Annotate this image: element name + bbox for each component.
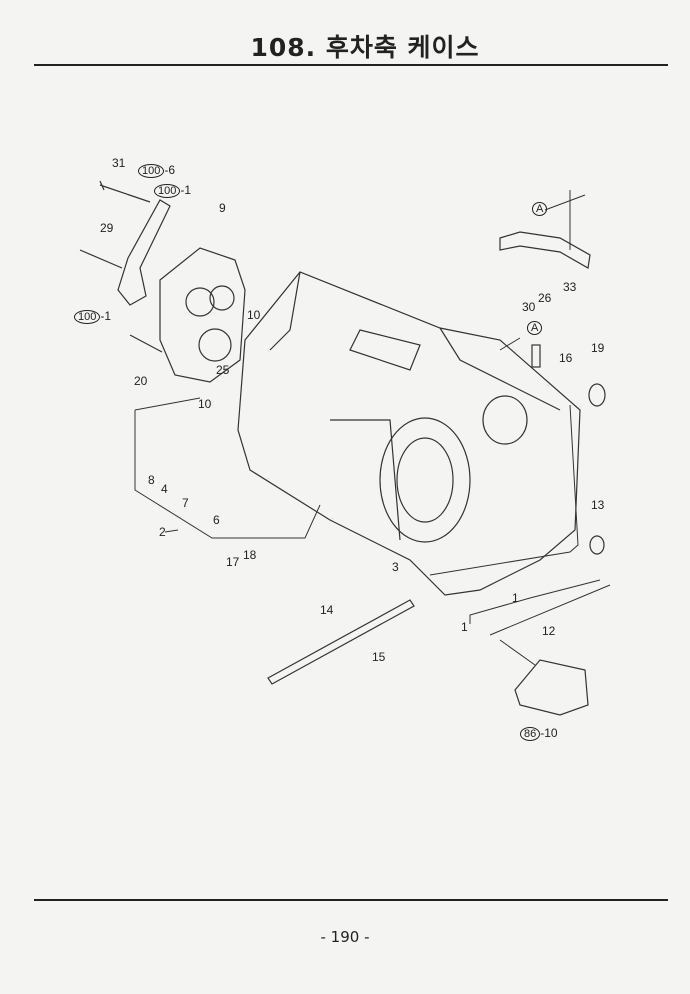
callout-18: 18 [243, 548, 257, 562]
callout-29: 29 [100, 221, 114, 235]
pipe-part-33 [499, 231, 591, 269]
bolt-31 [99, 180, 151, 203]
callout-17: 17 [226, 555, 240, 569]
ref-circle: A [527, 321, 543, 335]
callout-sub: -6 [164, 163, 176, 177]
callout-6: 6 [213, 513, 220, 527]
ref-circle: A [532, 202, 548, 216]
callout-10: 10 [198, 397, 212, 411]
callout-1: 1 [512, 591, 519, 605]
callout-sub: -10 [540, 726, 558, 740]
callout-100-1: 100-1 [74, 310, 111, 324]
callout-16: 16 [559, 351, 573, 365]
cover-part-9 [159, 247, 246, 383]
bracket-part [117, 199, 171, 306]
callout-15: 15 [372, 650, 386, 664]
callout-12: 12 [542, 624, 556, 638]
ref-circle: 86 [520, 727, 541, 741]
header-divider [34, 64, 668, 66]
callout-30: 30 [522, 300, 536, 314]
page-title: 108. 후차축 케이스 [250, 33, 480, 62]
callout-sub: -1 [100, 309, 112, 323]
callout-3: 3 [392, 560, 399, 574]
housing-part [237, 271, 581, 596]
callout-a: A [532, 202, 548, 216]
callout-a: A [527, 321, 543, 335]
shaft-part-14 [267, 599, 415, 685]
callout-14: 14 [320, 603, 334, 617]
filter-part-12 [514, 659, 589, 716]
ref-circle: 100 [154, 184, 181, 198]
callout-10: 10 [247, 308, 261, 322]
ref-circle: 100 [138, 164, 165, 178]
callout-2: 2 [159, 525, 166, 539]
callout-13: 13 [591, 498, 605, 512]
callout-19: 19 [591, 341, 605, 355]
bolt-20 [129, 334, 163, 353]
callout-31: 31 [112, 156, 126, 170]
callout-100-6: 100-6 [138, 164, 175, 178]
callout-25: 25 [216, 363, 230, 377]
callout-26: 26 [538, 291, 552, 305]
ref-circle: 100 [74, 310, 101, 324]
bolt-29 [79, 249, 123, 269]
callout-9: 9 [219, 201, 226, 215]
callout-8: 8 [148, 473, 155, 487]
callout-100-1: 100-1 [154, 184, 191, 198]
callout-86-10: 86-10 [520, 727, 558, 741]
callout-sub: -1 [180, 183, 192, 197]
callout-1: 1 [461, 620, 468, 634]
callout-33: 33 [563, 280, 577, 294]
page-number: - 190 - [320, 928, 370, 946]
footer-divider [34, 899, 668, 901]
callout-20: 20 [134, 374, 148, 388]
callout-4: 4 [161, 482, 168, 496]
callout-7: 7 [182, 496, 189, 510]
